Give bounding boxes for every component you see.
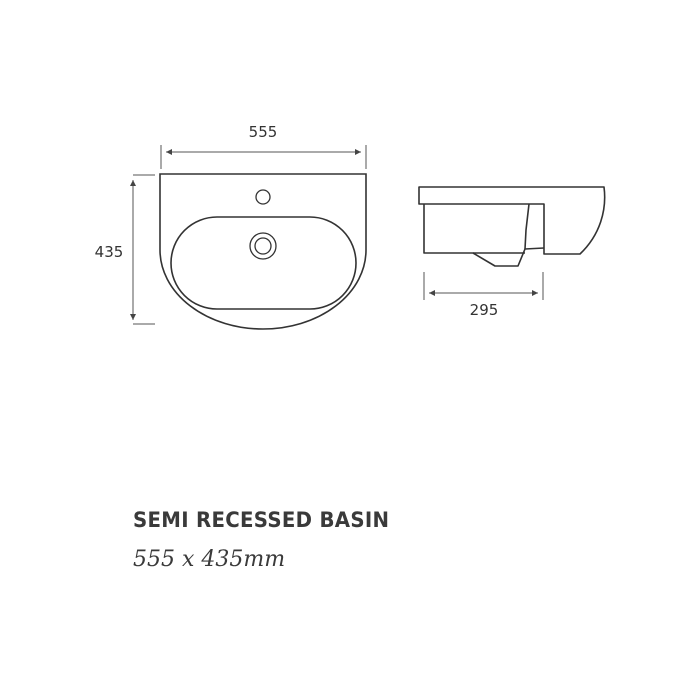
tap-hole <box>255 189 271 205</box>
depth-label: 295 <box>470 301 499 319</box>
side-rim <box>418 186 606 255</box>
height-dimension <box>130 174 155 325</box>
basin-bowl <box>170 216 357 310</box>
height-label: 435 <box>95 243 124 261</box>
depth-dimension <box>423 272 544 300</box>
width-dimension <box>160 145 367 169</box>
top-view <box>159 173 367 330</box>
width-label: 555 <box>249 123 278 141</box>
waste-inner <box>254 237 272 255</box>
waste-outer <box>249 232 277 260</box>
product-title: SEMI RECESSED BASIN <box>133 508 390 532</box>
side-view <box>418 186 606 267</box>
basin-outline <box>159 173 367 330</box>
product-dimensions: 555 x 435mm <box>133 547 286 572</box>
